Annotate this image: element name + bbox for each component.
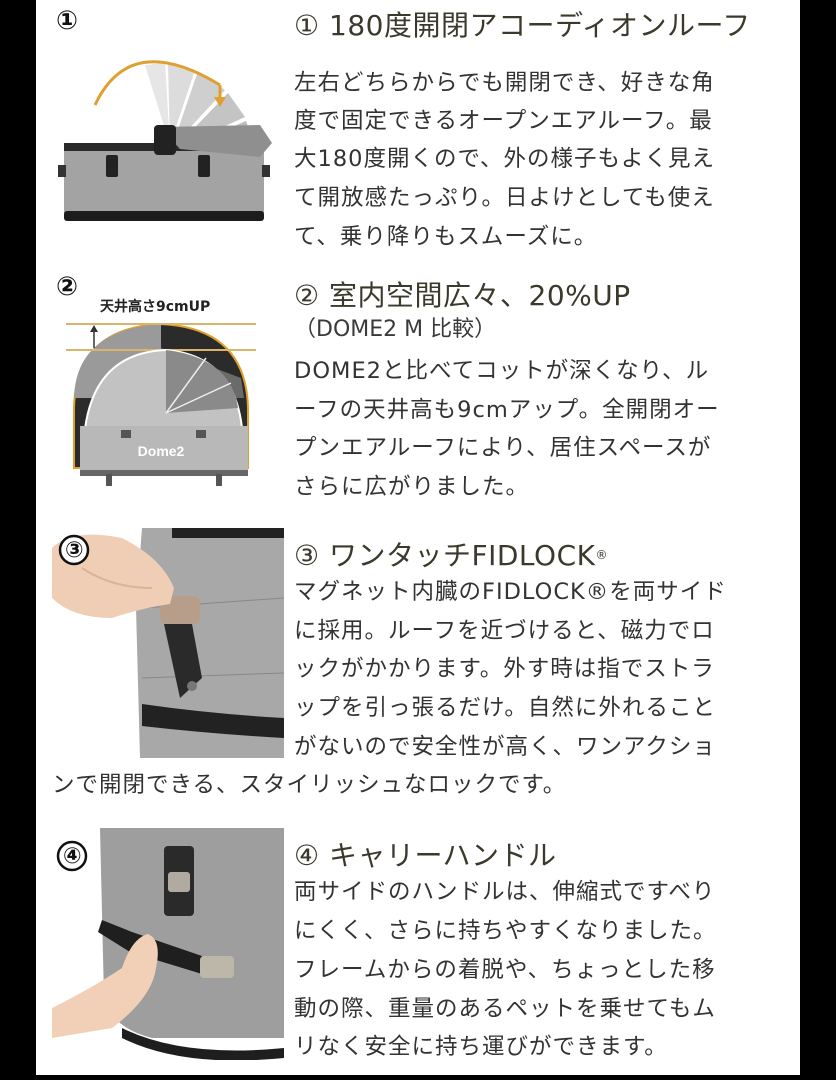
body-line: 動の際、重量のあるペットを乗せてもム xyxy=(294,996,716,1022)
accordion-roof-illustration xyxy=(58,60,272,221)
body-line: 大180度開くので、外の様子もよく見え xyxy=(294,146,716,172)
body-line: 度で固定できるオープンエアルーフ。最 xyxy=(294,108,713,134)
body-line: ップを引っ張るだけ。自然に外れること xyxy=(294,695,716,721)
section-heading: ③ ワンタッチFIDLOCK® xyxy=(294,537,608,574)
fidlock-buckle-photo xyxy=(52,528,284,758)
image-caption: 天井高さ9cmUP xyxy=(100,299,211,315)
section-number-badge: ③ xyxy=(65,538,84,563)
body-line: に採用。ルーフを近づけると、磁力でロ xyxy=(294,618,715,644)
section-heading: ② 室内空間広々、20%UP xyxy=(294,279,631,312)
dome-height-comparison-illustration: Dome2 xyxy=(66,322,256,486)
body-line: フレームからの着脱や、ちょっとした移 xyxy=(294,957,716,983)
body-line: ックがかかります。外す時は指でストラ xyxy=(294,656,715,682)
body-line: て、乗り降りもスムーズに。 xyxy=(294,224,598,250)
section-number-badge: ① xyxy=(56,6,79,36)
body-line: リなく安全に持ち運びができます。 xyxy=(294,1034,668,1060)
carry-handle-photo xyxy=(52,828,284,1060)
body-line: マグネット内臓のFIDLOCK®を両サイド xyxy=(294,579,727,605)
registered-mark: ® xyxy=(595,548,608,562)
body-line: DOME2と比べてコットが深くなり、ル xyxy=(294,358,710,384)
section-number-badge: ② xyxy=(56,272,79,302)
body-line: 両サイドのハンドルは、伸縮式ですべり xyxy=(294,879,716,905)
body-line: 左右どちらからでも開閉でき、好きな角 xyxy=(294,70,715,96)
product-feature-page: ① ① 180度開閉アコーディオンルーフ xyxy=(36,0,800,1075)
body-line: さらに広がりました。 xyxy=(294,474,530,500)
body-line: プンエアルーフにより、居住スペースが xyxy=(294,435,712,461)
body-line: て開放感たっぷり。日よけとしても使え xyxy=(294,185,715,211)
body-line: ーフの天井高も9cmアップ。全開閉オー xyxy=(294,397,720,423)
body-line-full-width: ンで開閉できる、スタイリッシュなロックです。 xyxy=(52,772,567,798)
body-line: にくく、さらに持ちやすくなりました。 xyxy=(294,918,717,944)
body-line: がないので安全性が高く、ワンアクショ xyxy=(294,734,716,760)
section-number-badge: ④ xyxy=(63,844,82,869)
section-subheading: （DOME2 M 比較） xyxy=(294,317,497,342)
section-heading: ④ キャリーハンドル xyxy=(294,839,557,872)
heading-text: ③ ワンタッチFIDLOCK xyxy=(294,539,596,572)
dome2-label: Dome2 xyxy=(138,443,185,459)
section-heading: ① 180度開閉アコーディオンルーフ xyxy=(294,9,751,42)
